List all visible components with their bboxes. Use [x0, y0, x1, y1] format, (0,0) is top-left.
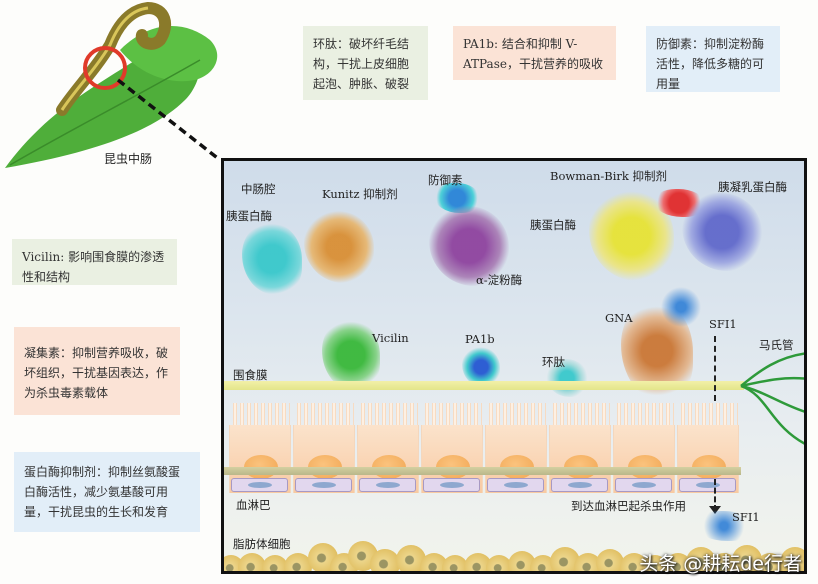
trypsin-right-label: 胰蛋白酶	[530, 218, 576, 232]
midgut-lumen-label: 中肠腔	[241, 182, 276, 196]
fat-body-cell	[710, 553, 738, 571]
microvilli	[486, 403, 546, 425]
kunitz-inhibitor-label: Kunitz 抑制剂	[322, 187, 398, 201]
insect-leaf-illustration	[0, 0, 240, 180]
fat-body-label: 脂肪体细胞	[233, 537, 291, 551]
note-pa1b-text: PA1b: 结合和抑制 V-ATPase，干扰营养的吸收	[463, 37, 603, 71]
peritrophic-membrane	[224, 381, 744, 390]
hemocyte	[551, 478, 608, 492]
hemocyte	[423, 478, 480, 492]
fat-body-cell	[284, 553, 312, 571]
fat-body-cell	[756, 553, 784, 571]
note-vicilin: Vicilin: 影响围食膜的渗透性和结构	[12, 239, 177, 285]
sfi1-top-structure-icon	[656, 285, 706, 329]
pa1b-structure-icon	[462, 347, 500, 387]
fat-body-cell	[664, 553, 692, 571]
sfi1-bottom-label: SFI1	[732, 510, 760, 524]
fat-body-cell	[486, 555, 512, 571]
epithelial-cell-row	[229, 403, 741, 493]
hemocyte	[295, 478, 352, 492]
fat-body-cell	[262, 555, 288, 571]
hemolymph-label: 血淋巴	[236, 498, 271, 512]
fat-body-cells	[224, 541, 804, 571]
note-pa1b: PA1b: 结合和抑制 V-ATPase，干扰营养的吸收	[453, 26, 616, 80]
sfi1-arrow-line	[714, 479, 716, 511]
microvilli	[294, 403, 354, 425]
fat-body-cell	[464, 553, 492, 571]
midgut-cross-section-panel: 中肠腔 胰蛋白酶 Kunitz 抑制剂 防御素 α-淀粉酶 Bowman-Bir…	[221, 158, 807, 574]
fat-body-cell	[620, 553, 648, 571]
note-protease-inhibitor: 蛋白酶抑制剂：抑制丝氨酸蛋白酶活性，减少氨基酸可用量，干扰昆虫的生长和发育	[14, 452, 200, 532]
fat-body-cell	[370, 549, 400, 571]
cyclotide-label: 环肽	[542, 355, 565, 369]
microvilli	[550, 403, 610, 425]
basal-lamina	[224, 467, 741, 475]
fat-body-cell	[238, 553, 266, 571]
malpighian-tubules-icon	[740, 352, 804, 445]
note-defensin: 防御素：抑制淀粉酶活性，降低多糖的可用量	[646, 26, 780, 92]
hemocyte	[231, 478, 288, 492]
bowman-birk-inhibitor-label: Bowman-Birk 抑制剂	[550, 169, 668, 183]
sfi1-top-label: SFI1	[709, 317, 737, 331]
peritrophic-membrane-label: 围食膜	[233, 368, 268, 382]
hemocyte	[615, 478, 672, 492]
microvilli	[230, 403, 290, 425]
down-arrow-icon	[709, 506, 721, 514]
kunitz-inhibitor-structure-icon	[304, 211, 374, 283]
sfi1-bottom-structure-icon	[694, 511, 754, 541]
microvilli	[358, 403, 418, 425]
note-cyclotide: 环肽：破坏纤毛结构，干扰上皮细胞起泡、肿胀、破裂	[303, 26, 428, 100]
pa1b-label: PA1b	[465, 332, 495, 346]
trypsin-structure-icon	[242, 223, 302, 295]
cyclotide-structure-icon	[546, 359, 588, 397]
reach-hemolymph-label: 到达血淋巴起杀虫作用	[571, 499, 686, 513]
note-vicilin-text: Vicilin: 影响围食膜的渗透性和结构	[22, 250, 165, 284]
caterpillar-leaf-icon	[5, 1, 218, 168]
fat-body-cell	[642, 555, 668, 571]
note-cyclotide-text: 环肽：破坏纤毛结构，干扰上皮细胞起泡、肿胀、破裂	[313, 37, 410, 91]
dashed-connector	[116, 78, 222, 162]
defensin-label: 防御素	[428, 173, 463, 187]
alpha-amylase-label: α-淀粉酶	[476, 273, 523, 287]
hemocyte	[679, 478, 736, 492]
note-protease-inhibitor-text: 蛋白酶抑制剂：抑制丝氨酸蛋白酶活性，减少氨基酸可用量，干扰昆虫的生长和发育	[24, 465, 181, 519]
fat-body-cell	[530, 555, 556, 571]
fat-body-cell	[596, 549, 624, 571]
trypsin-left-label: 胰蛋白酶	[226, 209, 272, 223]
hemocyte	[487, 478, 544, 492]
fat-body-cell	[508, 551, 536, 571]
fat-body-cell	[780, 547, 804, 571]
vicilin-label: Vicilin	[372, 331, 409, 345]
insect-midgut-label: 昆虫中肠	[104, 152, 153, 166]
watermark: 头条 @耕耘de行者	[639, 553, 802, 575]
fat-body-cell	[574, 553, 602, 571]
chymotrypsin-structure-icon	[682, 193, 762, 271]
microvilli	[614, 403, 674, 425]
microvilli	[422, 403, 482, 425]
vicilin-structure-icon	[322, 319, 380, 391]
note-lectin: 凝集素：抑制营养吸收，破坏组织，干扰基因表达，作为杀虫毒素载体	[14, 327, 180, 415]
microvilli	[678, 403, 738, 425]
note-lectin-text: 凝集素：抑制营养吸收，破坏组织，干扰基因表达，作为杀虫毒素载体	[24, 346, 169, 400]
note-defensin-text: 防御素：抑制淀粉酶活性，降低多糖的可用量	[656, 37, 765, 91]
fat-body-cell	[442, 555, 468, 571]
sfi1-path-dashed-line	[714, 336, 716, 401]
malpighian-tubule-label: 马氏管	[759, 338, 794, 352]
chymotrypsin-label: 胰凝乳蛋白酶	[718, 180, 787, 194]
hemocyte	[359, 478, 416, 492]
fat-body-cell	[420, 553, 448, 571]
alpha-amylase-structure-icon	[429, 206, 509, 286]
gna-label: GNA	[605, 311, 633, 325]
